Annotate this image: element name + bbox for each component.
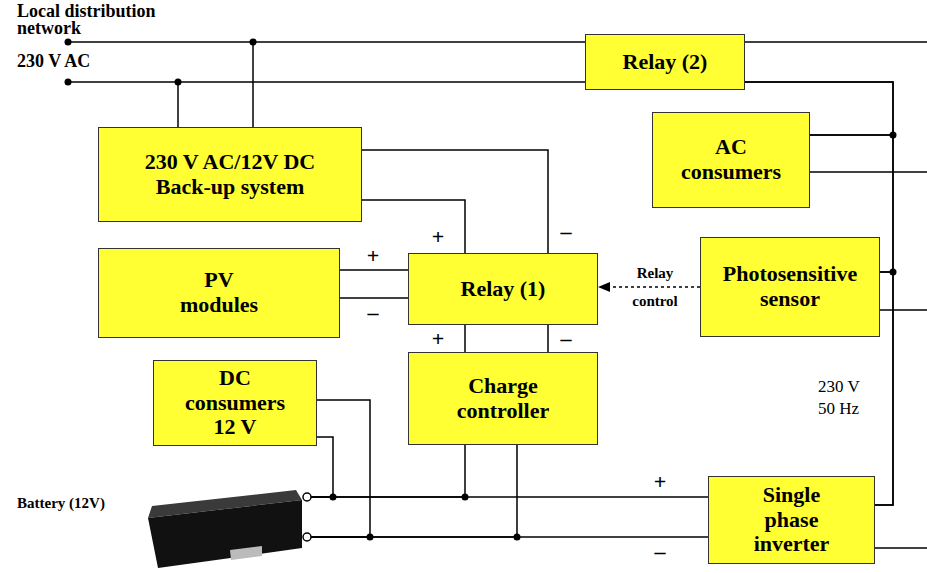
box-text: Charge controller <box>443 374 563 423</box>
network-label: Local distribution network <box>17 3 167 37</box>
component-box: Charge controller <box>408 352 598 445</box>
wire-connector <box>311 496 708 498</box>
polarity-label: + <box>367 245 380 267</box>
return-wire <box>810 171 927 173</box>
battery-body <box>148 500 302 568</box>
battery-illustration <box>148 490 302 568</box>
network-wire <box>68 81 585 83</box>
component-box: Relay (2) <box>585 34 745 90</box>
return-wire <box>875 547 927 549</box>
wire-connector <box>340 269 408 271</box>
wire-connector <box>547 325 549 352</box>
box-text: DC consumers 12 V <box>180 366 290 440</box>
battery-label: Battery (12V) <box>17 494 105 512</box>
battery-node: Battery (12V) <box>15 478 311 570</box>
wire-connector <box>311 400 370 537</box>
component-box: DC consumers 12 V <box>153 360 317 446</box>
wire-connector <box>464 325 466 352</box>
polarity-label: – <box>655 541 666 563</box>
return-wire <box>880 309 927 311</box>
polarity-label: + <box>432 328 445 350</box>
box-text: Single phase inverter <box>749 483 834 557</box>
frequency-label: 230 V 50 Hz <box>818 376 876 420</box>
component-box: Single phase inverter <box>708 476 875 564</box>
polarity-label: + <box>432 226 445 248</box>
wire-connector <box>311 437 333 497</box>
junction-dot <box>175 79 182 86</box>
wire-connector <box>311 536 708 538</box>
signal-label: Relay control <box>619 259 691 315</box>
control-connector <box>598 286 700 288</box>
junction-dot <box>250 39 257 46</box>
box-text: Relay (1) <box>461 277 546 302</box>
box-text: PV modules <box>174 268 264 317</box>
supply-wire <box>252 42 254 127</box>
polarity-label: – <box>368 302 379 324</box>
polarity-label: – <box>561 221 572 243</box>
polarity-label: – <box>561 328 572 350</box>
box-text: 230 V AC/12V DC Back-up system <box>130 150 330 199</box>
box-text: AC consumers <box>676 135 786 184</box>
wire-connector <box>362 150 548 253</box>
battery-terminal <box>303 493 311 501</box>
polarity-label: + <box>654 471 667 493</box>
wire-connector <box>340 297 408 299</box>
junction-dot <box>65 79 72 86</box>
component-box: AC consumers <box>652 112 810 208</box>
wire-connector <box>311 445 465 497</box>
battery-sticker <box>230 546 262 560</box>
wire-connector <box>311 445 517 537</box>
component-box: Relay (1) <box>408 253 598 325</box>
box-text: Photosensitive sensor <box>715 262 865 311</box>
voltage-label: 230 V AC <box>17 51 167 71</box>
network-wire <box>68 41 585 43</box>
supply-wire <box>177 82 179 127</box>
component-box: PV modules <box>98 248 340 338</box>
junction-dot <box>65 39 72 46</box>
box-text: Relay (2) <box>623 50 708 75</box>
network-wire <box>745 41 927 43</box>
battery-terminal <box>303 533 311 541</box>
component-box: Photosensitive sensor <box>700 237 880 337</box>
component-box: 230 V AC/12V DC Back-up system <box>98 127 362 222</box>
